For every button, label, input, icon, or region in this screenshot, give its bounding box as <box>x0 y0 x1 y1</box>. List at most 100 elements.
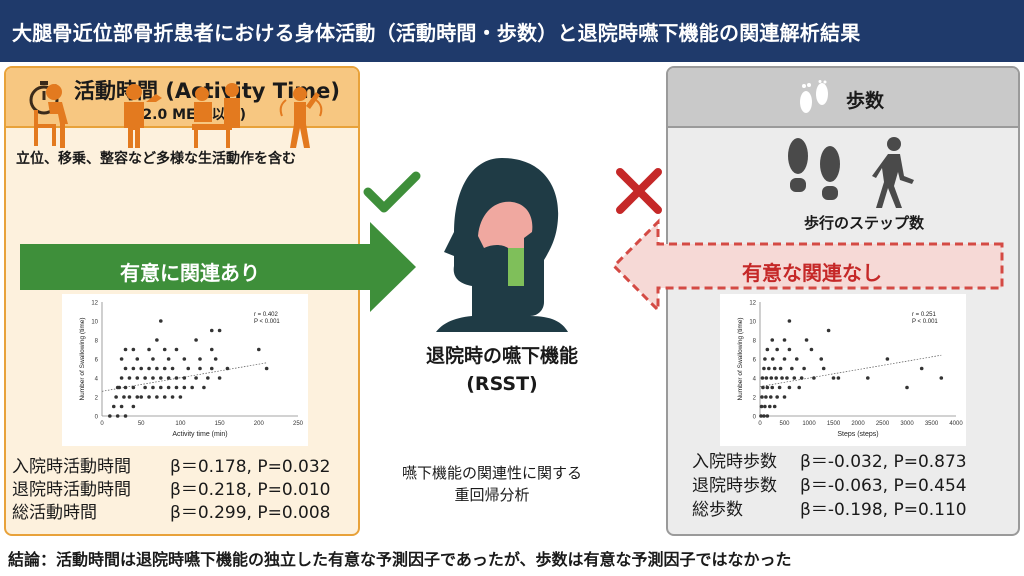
no-association-label: 有意な関連なし <box>742 261 882 285</box>
data-point <box>123 414 128 418</box>
data-point <box>139 395 143 399</box>
stat-value: β＝0.218, P=0.010 <box>170 480 331 500</box>
data-point <box>178 395 183 399</box>
data-point <box>135 376 140 380</box>
y-tick-label: 4 <box>95 377 99 383</box>
data-point <box>162 347 167 352</box>
stat-row: 入院時歩数 β＝-0.032, P=0.873 <box>692 450 967 474</box>
x-tick-label: 0 <box>758 421 762 427</box>
stat-name: 入院時歩数 <box>692 452 777 472</box>
y-axis-label: Number of Swallowing (time) <box>79 317 86 400</box>
data-point <box>787 385 792 390</box>
data-point <box>768 395 773 399</box>
data-point <box>131 366 136 371</box>
x-tick-label: 200 <box>254 421 265 427</box>
data-point <box>209 347 214 352</box>
data-point <box>182 376 187 380</box>
x-axis-label: Steps (steps) <box>837 431 878 438</box>
x-tick-label: 1000 <box>802 421 816 427</box>
no-association-arrow <box>611 218 1004 314</box>
stat-name: 総活動時間 <box>12 503 97 523</box>
y-tick-label: 6 <box>753 358 757 364</box>
y-tick-label: 12 <box>749 301 756 307</box>
y-axis-label: Number of Swallowing (time) <box>737 317 744 400</box>
data-point <box>763 357 767 361</box>
y-tick-label: 4 <box>753 377 757 383</box>
x-tick-label: 100 <box>175 421 186 427</box>
x-tick-label: 250 <box>293 421 304 427</box>
x-tick-label: 3500 <box>925 421 939 427</box>
data-point <box>131 404 136 409</box>
data-point <box>131 385 136 390</box>
stat-annotation: P < 0.001 <box>254 319 280 325</box>
data-point <box>139 366 143 371</box>
stat-name: 入院時活動時間 <box>12 457 131 477</box>
y-tick-label: 6 <box>95 358 99 364</box>
data-point <box>127 376 132 380</box>
y-tick-label: 2 <box>95 396 99 402</box>
data-point <box>760 376 765 380</box>
data-point <box>119 357 124 361</box>
data-point <box>119 404 124 409</box>
data-point <box>122 395 126 399</box>
x-tick-label: 2500 <box>876 421 890 427</box>
data-point <box>174 347 179 352</box>
stat-annotation: r = 0.251 <box>912 312 937 318</box>
data-point <box>772 404 777 409</box>
exercise-icon <box>279 87 323 148</box>
walking-person-icon <box>872 137 914 208</box>
data-point <box>760 395 764 399</box>
data-point <box>765 347 770 352</box>
data-point <box>170 366 175 371</box>
data-point <box>809 347 814 352</box>
data-point <box>194 338 198 342</box>
data-point <box>765 414 770 418</box>
data-point <box>151 385 155 390</box>
steps-illustration <box>788 137 914 208</box>
stat-value: β＝-0.032, P=0.873 <box>800 452 967 472</box>
data-point <box>762 414 766 418</box>
data-point <box>819 357 824 361</box>
stat-value: β＝0.299, P=0.008 <box>170 503 331 523</box>
data-point <box>147 347 151 352</box>
data-point <box>213 357 218 361</box>
data-point <box>780 376 784 380</box>
x-tick-label: 1500 <box>827 421 841 427</box>
data-point <box>765 385 770 390</box>
data-point <box>821 366 826 371</box>
data-point <box>123 366 128 371</box>
page-title: 大腿骨近位部骨折患者における身体活動（活動時間・歩数）と退院時嚥下機能の関連解析… <box>0 0 1024 62</box>
data-point <box>159 319 163 323</box>
trend-line <box>101 362 267 392</box>
data-point <box>209 328 214 333</box>
x-tick-label: 3000 <box>900 421 914 427</box>
data-point <box>131 347 136 352</box>
data-point <box>190 385 194 390</box>
data-point <box>209 366 214 371</box>
steps-title: 歩数 <box>846 90 885 112</box>
data-point <box>155 395 159 399</box>
data-point <box>778 366 783 371</box>
data-point <box>147 366 151 371</box>
data-point <box>802 366 806 371</box>
x-tick-label: 50 <box>138 421 145 427</box>
data-point <box>769 376 774 380</box>
y-tick-label: 12 <box>91 301 98 307</box>
data-point <box>135 357 140 361</box>
data-point <box>217 376 222 380</box>
data-point <box>182 385 187 390</box>
data-point <box>770 357 775 361</box>
x-tick-label: 2000 <box>851 421 865 427</box>
y-tick-label: 2 <box>753 396 757 402</box>
data-point <box>919 366 924 371</box>
data-point <box>182 357 187 361</box>
data-point <box>759 414 763 418</box>
data-point <box>135 395 140 399</box>
data-point <box>198 357 202 361</box>
data-point <box>174 385 179 390</box>
stat-name: 退院時歩数 <box>692 476 777 496</box>
y-tick-label: 10 <box>749 320 756 326</box>
